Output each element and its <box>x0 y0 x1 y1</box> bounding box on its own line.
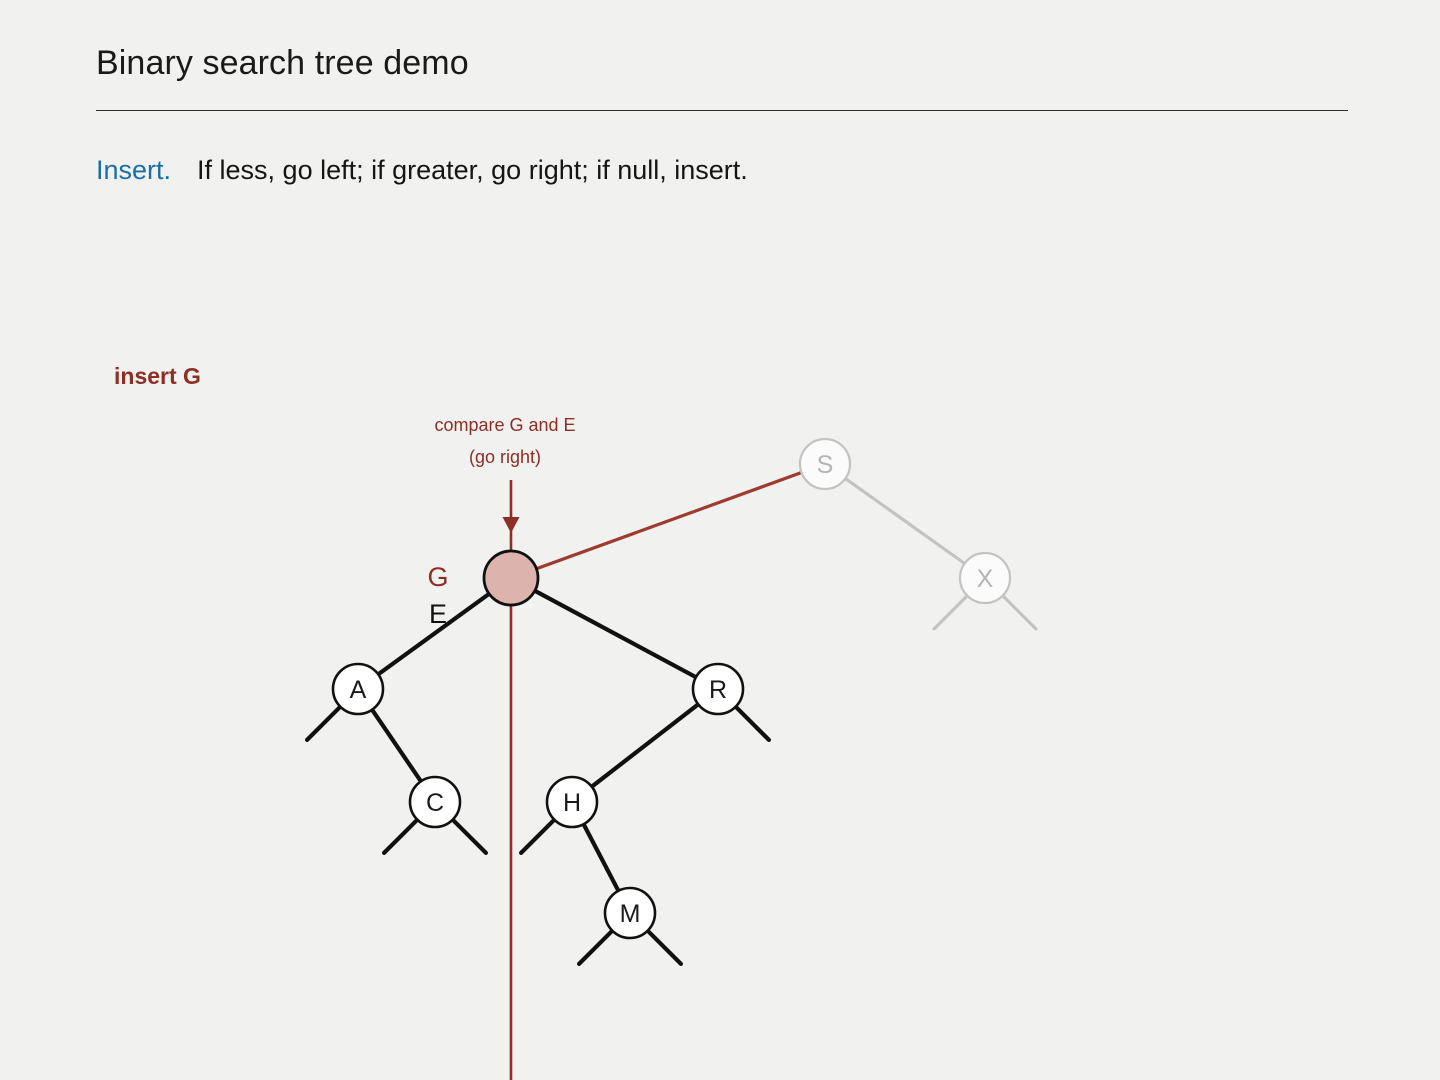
operation-label: insert G <box>114 363 201 389</box>
node-circle-E <box>482 549 540 607</box>
tree-null-stubs <box>304 594 1038 967</box>
node-label-X: X <box>977 565 994 593</box>
node-circle-H <box>545 775 599 829</box>
page-title: Binary search tree demo <box>96 44 469 82</box>
node-label-R: R <box>709 676 727 704</box>
current-node-key-label: E <box>429 599 447 629</box>
title-divider <box>96 110 1348 111</box>
null-link-H-left <box>518 817 557 856</box>
node-circle-S <box>798 437 852 491</box>
tree-node-M[interactable]: M <box>603 886 657 940</box>
null-link-R-right <box>733 704 772 743</box>
tree-side-labels: GE <box>427 562 448 629</box>
null-link-A-left <box>304 704 343 743</box>
null-link-C-left <box>381 817 420 856</box>
tree-node-A[interactable]: A <box>331 662 385 716</box>
tree-edge-E-R <box>532 588 699 680</box>
tree-node-S[interactable]: S <box>798 437 852 491</box>
node-label-C: C <box>426 789 444 817</box>
null-link-C-right <box>450 817 489 856</box>
tree-node-H[interactable]: H <box>545 775 599 829</box>
pointer-arrowhead <box>502 517 520 533</box>
null-link-X-left <box>932 594 969 631</box>
null-link-X-right <box>1001 594 1038 631</box>
compare-annotation: compare G and E (go right) <box>418 409 592 473</box>
tree-edge-H-M <box>581 822 621 893</box>
tree-edge-S-X <box>843 476 967 566</box>
tree-nodes: A C R H M S X <box>331 437 1012 940</box>
tree-edge-E-S <box>534 470 804 571</box>
tree-node-C[interactable]: C <box>408 775 462 829</box>
compare-annotation-line1: compare G and E <box>434 415 576 435</box>
compare-annotation-line2: (go right) <box>468 447 542 467</box>
node-label-A: A <box>350 676 367 704</box>
subhead: Insert. If less, go left; if greater, go … <box>96 155 748 186</box>
node-circle-R <box>691 662 745 716</box>
tree-edges <box>369 470 967 893</box>
node-circle-M <box>603 886 657 940</box>
tree-node-X[interactable]: X <box>958 551 1012 605</box>
node-circle-X <box>958 551 1012 605</box>
null-link-M-left <box>576 928 615 967</box>
tree-node-E[interactable] <box>482 549 540 607</box>
node-label-S: S <box>817 451 834 479</box>
tree-edge-E-A <box>376 591 492 677</box>
node-circle-C <box>408 775 462 829</box>
tree-node-R[interactable]: R <box>691 662 745 716</box>
null-link-M-right <box>645 928 684 967</box>
tree-edge-R-H <box>589 702 701 789</box>
node-label-H: H <box>563 789 581 817</box>
node-label-M: M <box>620 900 641 928</box>
search-key-label: G <box>427 562 448 592</box>
tree-edge-A-C <box>369 707 424 784</box>
subhead-text: If less, go left; if greater, go right; … <box>197 155 748 185</box>
subhead-keyword: Insert. <box>96 155 172 185</box>
node-circle-A <box>331 662 385 716</box>
